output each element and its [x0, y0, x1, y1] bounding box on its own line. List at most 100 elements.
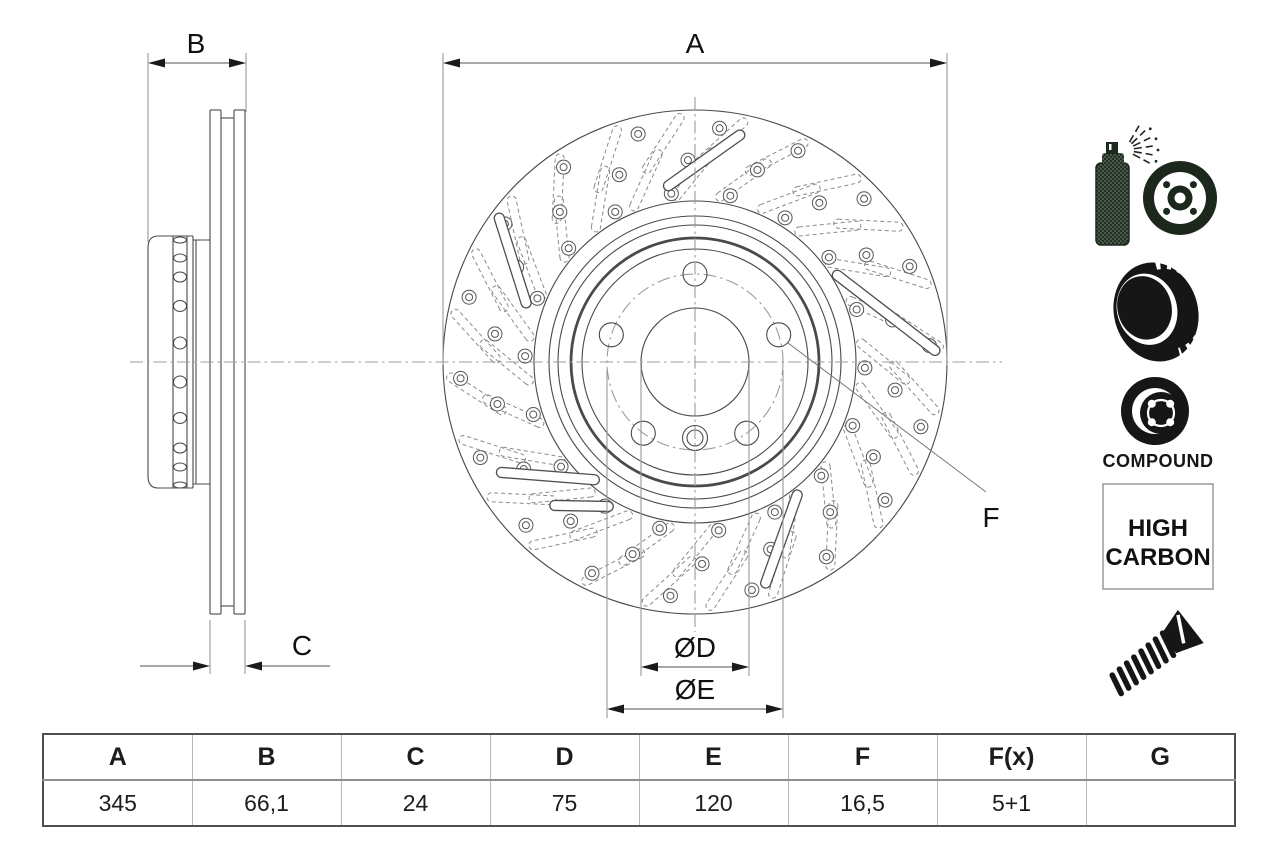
dimension-d-label: ØD	[674, 632, 716, 663]
drilled-hole	[607, 204, 623, 220]
hat-hole-section	[172, 375, 188, 389]
drilled-hole	[611, 167, 627, 183]
face-groove	[760, 489, 803, 589]
drilled-hole	[694, 556, 710, 572]
drilled-hole	[856, 191, 872, 207]
spec-table-value-2: 24	[340, 780, 490, 826]
drilled-hole	[744, 582, 760, 598]
drilled-hole	[563, 513, 579, 529]
dimension-e: ØE	[606, 370, 784, 718]
spec-table-header-f: F	[787, 734, 937, 781]
spec-table-header-c: C	[340, 734, 490, 781]
vent-slot	[491, 285, 535, 342]
vent-slot	[458, 434, 526, 464]
vent-slot	[581, 548, 646, 586]
drilled-hole	[887, 382, 903, 398]
bolt-hole	[734, 420, 760, 446]
vent-slot	[820, 461, 837, 529]
dimension-f: F	[787, 342, 1000, 533]
bolt-hole	[766, 322, 792, 348]
vent-slot	[528, 487, 596, 504]
drilled-hole	[902, 258, 918, 274]
spray-coating-icon	[1095, 125, 1217, 246]
drilled-hole	[822, 504, 838, 520]
drilled-hole	[865, 449, 881, 465]
dimension-c: C	[140, 620, 330, 674]
spec-table-value-5: 16,5	[787, 780, 937, 826]
vent-slot	[618, 522, 675, 566]
vent-slot	[705, 550, 749, 611]
drilled-slotted-pattern	[446, 113, 944, 611]
drilled-hole	[877, 492, 893, 508]
screw-icon	[1109, 609, 1204, 697]
spec-table-value-3: 75	[489, 780, 639, 826]
vent-slot	[450, 308, 501, 364]
vent-slot	[833, 218, 904, 232]
vent-slot	[553, 195, 570, 263]
drilled-hole	[561, 240, 577, 256]
drilled-hole	[529, 290, 545, 306]
hat-hole-section	[172, 236, 188, 244]
dimension-a: A	[442, 28, 948, 365]
spray-mist	[1128, 125, 1160, 164]
drilled-hole	[556, 159, 572, 175]
vent-slot	[482, 394, 545, 428]
vent-slot	[528, 527, 598, 551]
drilled-hole	[818, 549, 834, 565]
drilled-hole	[913, 419, 929, 435]
spec-table-value-6: 5+1	[936, 780, 1086, 826]
dimension-b: B	[147, 28, 247, 242]
hat-hole-section	[172, 299, 188, 313]
bolt-hole	[598, 322, 624, 348]
vent-slot	[569, 510, 634, 541]
vent-slot	[506, 195, 530, 265]
drilled-hole	[662, 588, 678, 604]
dimension-e-label: ØE	[675, 674, 715, 705]
drilled-hole	[821, 249, 837, 265]
spec-table-value-4: 120	[638, 780, 788, 826]
drilled-hole	[811, 195, 827, 211]
vent-slot	[471, 248, 509, 313]
drilled-hole	[849, 301, 865, 317]
hat-drilled-holes	[172, 236, 188, 489]
drilled-hole	[858, 247, 874, 263]
drilled-hole	[652, 520, 668, 536]
dimension-c-label: C	[292, 630, 312, 661]
drilled-hole	[517, 348, 533, 364]
screw-threads	[1109, 630, 1177, 697]
hat-hole-section	[172, 411, 188, 425]
drilled-hole	[625, 546, 641, 562]
vent-slot	[629, 149, 663, 212]
vent-slot	[641, 113, 685, 174]
vent-slot	[881, 411, 919, 476]
vent-slot	[486, 492, 557, 506]
technical-drawing: A B C ØD	[130, 28, 1217, 718]
disc-front-view	[130, 97, 1002, 632]
dimension-b-label: B	[187, 28, 206, 59]
drilled-hole	[813, 468, 829, 484]
drilled-hole	[518, 517, 534, 533]
vent-slot	[794, 220, 862, 237]
dimension-d: ØD	[640, 368, 750, 676]
drilled-hole	[472, 450, 488, 466]
vent-slot	[767, 531, 797, 599]
drilled-hole	[487, 326, 503, 342]
spec-table-header-d: D	[489, 734, 639, 781]
vent-slot	[446, 372, 507, 416]
spec-table-value-0: 345	[98, 789, 137, 816]
drilled-hole	[790, 143, 806, 159]
vented-disc-icon	[1113, 259, 1210, 362]
drilled-hole	[767, 504, 783, 520]
drilled-hole	[845, 418, 861, 434]
drilled-hole	[749, 162, 765, 178]
spec-table-header-g: G	[1085, 734, 1235, 781]
high-carbon-line1: HIGH	[1128, 515, 1188, 542]
spec-table-header-fx: F(x)	[936, 734, 1086, 781]
dimension-a-label: A	[686, 28, 705, 59]
hat-hole-section	[172, 442, 188, 454]
drilled-hole	[489, 396, 505, 412]
spec-table-header-e: E	[638, 734, 788, 781]
vent-slot	[641, 556, 697, 607]
spec-table-value-7	[1085, 780, 1235, 826]
